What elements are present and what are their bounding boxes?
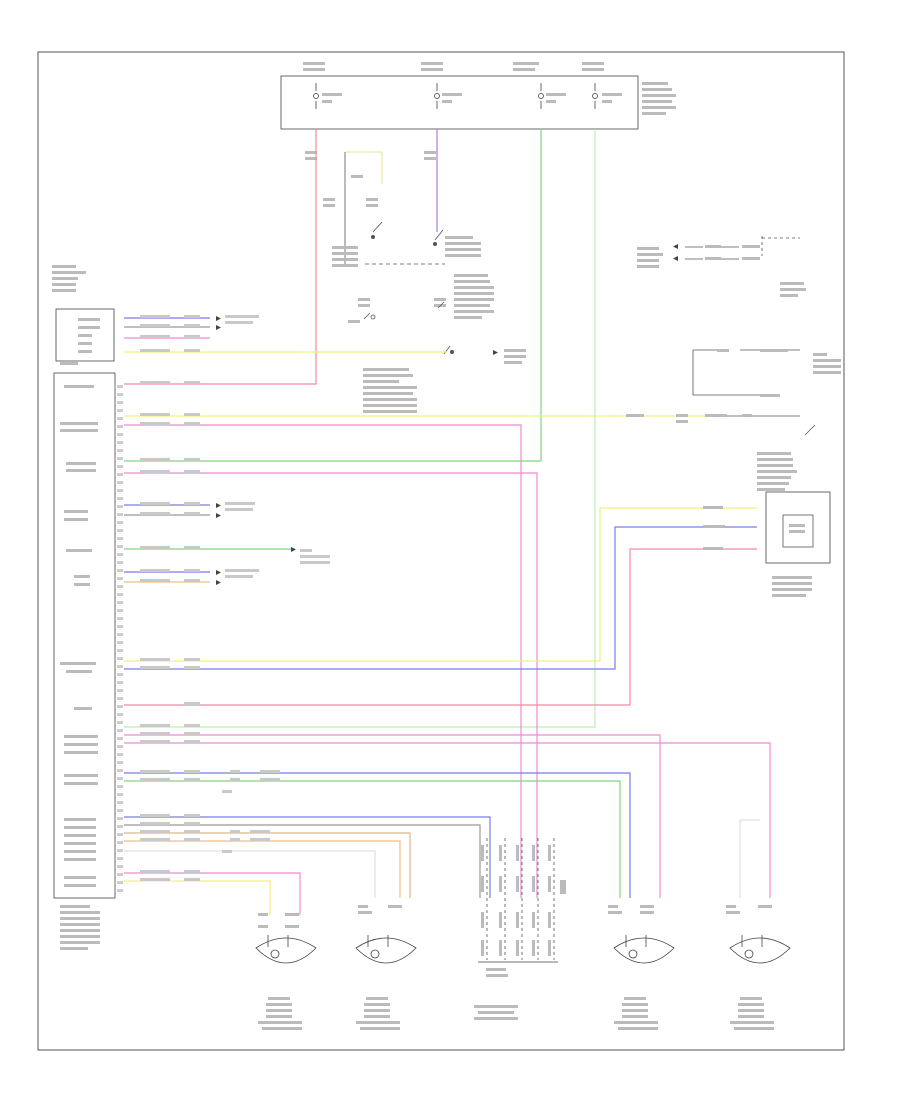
right-front-wheel-sensor (355, 935, 417, 964)
ignition-switch-sensor (52, 265, 115, 365)
abs-module-pin-numbers (117, 385, 123, 892)
wheel-sensor-labels (258, 880, 774, 1030)
wire-pink-b2 (124, 424, 522, 898)
abs-module (53, 372, 123, 950)
steering-angle-lines (486, 838, 555, 960)
brake-switch-labels (626, 349, 841, 491)
connector-arrows (216, 244, 678, 585)
right-rear-wheel-sensor (729, 935, 791, 964)
wire-green-ignition (124, 129, 542, 462)
wire-pink-lf (124, 872, 301, 915)
wire-red-sensor (124, 548, 757, 706)
wire-violet-lf2 (124, 742, 771, 898)
wire-gray-rf (124, 824, 481, 898)
stoplamp-switch-labels (305, 151, 526, 413)
fuse-panel (280, 62, 676, 130)
brake-switch (692, 349, 816, 436)
wire-orange-rf (124, 840, 401, 898)
stoplamp-switch (344, 151, 445, 265)
wire-pink-lf1 (124, 734, 661, 898)
steering-bus-labels (481, 845, 551, 956)
brake-pressure-sensor (703, 491, 831, 597)
wire-green-lr (124, 780, 621, 898)
wire-red-battery (124, 129, 317, 385)
wire-blue-rf (124, 816, 491, 898)
wire-blue-lr (124, 772, 631, 898)
stoplamp-switch-contacts (363, 301, 454, 355)
wire-pink-b3 (124, 472, 538, 898)
diagram-border (37, 51, 845, 1051)
wire-color-tags (140, 315, 330, 881)
fuse-panel-labels (303, 62, 676, 115)
left-rear-wheel-sensor (613, 935, 675, 964)
fuse-block-right-labels (637, 245, 806, 297)
wire-tan-rf (124, 832, 411, 898)
wire-lightgreen-run (124, 129, 596, 728)
wire-white-rr2 (739, 819, 760, 898)
wire-blue-sensor (124, 526, 757, 670)
wire-yellow-sensor (124, 507, 757, 662)
wires (124, 129, 771, 915)
left-front-wheel-sensor (255, 935, 317, 964)
wire-yellow-lf (124, 880, 271, 915)
wire-white-rr (124, 850, 376, 898)
abs-module-pin-labels (60, 385, 100, 950)
